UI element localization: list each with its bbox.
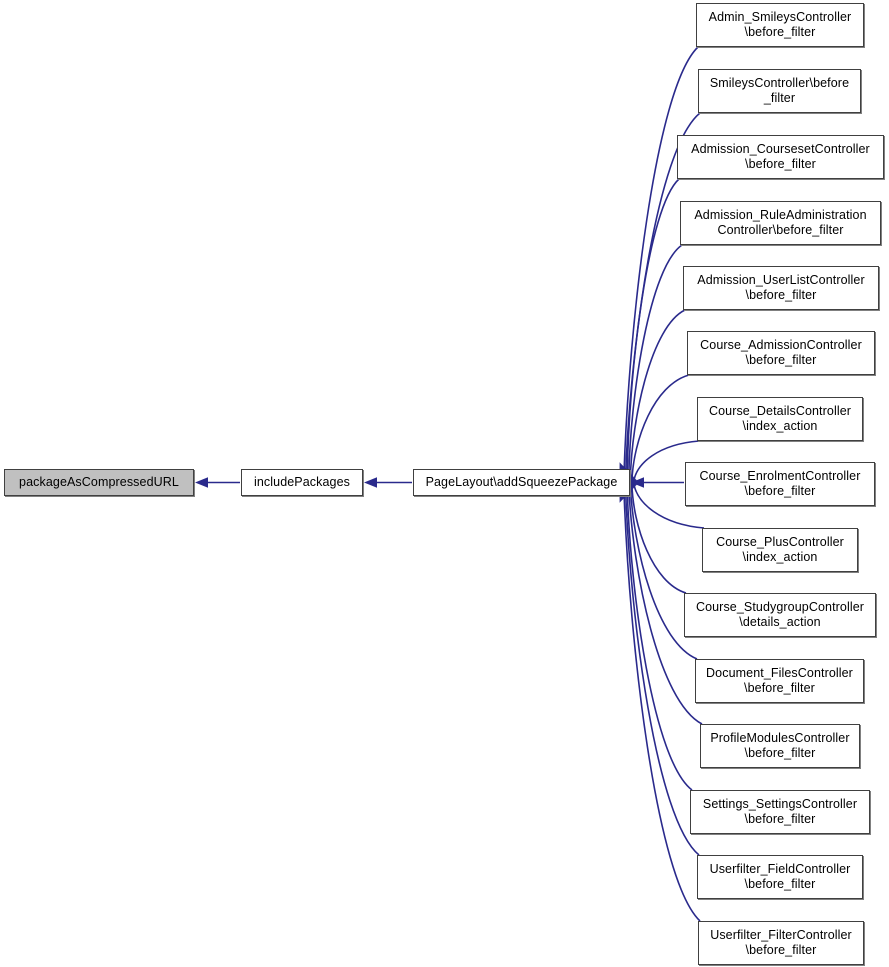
graph-node-course-details[interactable]: Course_DetailsController \index_action bbox=[697, 397, 863, 441]
graph-node-includePackages[interactable]: includePackages bbox=[241, 469, 363, 496]
edge-userfilter-filter-to-addSqueezePackage bbox=[623, 491, 701, 922]
node-label: Admin_SmileysController \before_filter bbox=[708, 10, 852, 39]
node-label: includePackages bbox=[253, 475, 350, 489]
graph-node-course-plus[interactable]: Course_PlusController \index_action bbox=[702, 528, 858, 572]
graph-node-course-studygroup[interactable]: Course_StudygroupController \details_act… bbox=[684, 593, 876, 637]
node-label: Userfilter_FieldController \before_filte… bbox=[709, 862, 851, 891]
node-label: packageAsCompressedURL bbox=[19, 475, 179, 489]
graph-node-admin-smileys[interactable]: Admin_SmileysController \before_filter bbox=[696, 3, 864, 47]
graph-node-admission-rule[interactable]: Admission_RuleAdministration Controller\… bbox=[680, 201, 881, 245]
node-label: Course_StudygroupController \details_act… bbox=[695, 600, 865, 629]
edge-userfilter-field-to-addSqueezePackage bbox=[624, 489, 700, 856]
node-label: Course_DetailsController \index_action bbox=[708, 404, 852, 433]
edge-admission-rule-to-addSqueezePackage bbox=[627, 244, 683, 479]
node-label: Admission_CoursesetController \before_fi… bbox=[691, 142, 870, 171]
graph-node-admission-userlist[interactable]: Admission_UserListController \before_fil… bbox=[683, 266, 879, 310]
arrowhead-course-enrolment bbox=[631, 477, 644, 488]
edge-settings-settings-to-addSqueezePackage bbox=[626, 488, 693, 791]
node-label: Course_AdmissionController \before_filte… bbox=[700, 338, 862, 367]
node-label: Admission_UserListController \before_fil… bbox=[697, 273, 865, 302]
node-label: Course_EnrolmentController \before_filte… bbox=[699, 469, 861, 498]
edge-admission-courseset-to-addSqueezePackage bbox=[626, 178, 680, 477]
node-label: Admission_RuleAdministration Controller\… bbox=[694, 208, 867, 237]
graph-node-course-admission[interactable]: Course_AdmissionController \before_filte… bbox=[687, 331, 875, 375]
edge-course-admission-to-addSqueezePackage bbox=[631, 374, 690, 482]
graph-node-userfilter-field[interactable]: Userfilter_FieldController \before_filte… bbox=[697, 855, 863, 899]
node-label: Course_PlusController \index_action bbox=[716, 535, 844, 564]
graph-node-settings-settings[interactable]: Settings_SettingsController \before_filt… bbox=[690, 790, 870, 834]
edge-course-studygroup-to-addSqueezePackage bbox=[631, 483, 687, 594]
graph-node-course-enrolment[interactable]: Course_EnrolmentController \before_filte… bbox=[685, 462, 875, 506]
graph-node-root[interactable]: packageAsCompressedURL bbox=[4, 469, 194, 496]
graph-node-addSqueezePackage[interactable]: PageLayout\addSqueezePackage bbox=[413, 469, 630, 496]
node-label: SmileysController\before _filter bbox=[709, 76, 850, 105]
node-label: Document_FilesController \before_filter bbox=[706, 666, 853, 695]
graph-node-userfilter-filter[interactable]: Userfilter_FilterController \before_filt… bbox=[698, 921, 864, 965]
arrowhead-addSqueezePackage-to-includePackages bbox=[364, 477, 377, 488]
graph-node-document-files[interactable]: Document_FilesController \before_filter bbox=[695, 659, 864, 703]
edge-admission-userlist-to-addSqueezePackage bbox=[629, 309, 686, 481]
node-label: PageLayout\addSqueezePackage bbox=[425, 475, 618, 489]
node-label: Settings_SettingsController \before_filt… bbox=[702, 797, 858, 826]
node-label: Userfilter_FilterController \before_filt… bbox=[710, 928, 852, 957]
graph-node-admission-courseset[interactable]: Admission_CoursesetController \before_fi… bbox=[677, 135, 884, 179]
edge-admin-smileys-to-addSqueezePackage bbox=[623, 46, 699, 474]
node-label: ProfileModulesController \before_filter bbox=[710, 731, 850, 760]
arrowhead-includePackages-to-root bbox=[195, 477, 208, 488]
graph-node-smileys[interactable]: SmileysController\before _filter bbox=[698, 69, 861, 113]
graph-node-profile-modules[interactable]: ProfileModulesController \before_filter bbox=[700, 724, 860, 768]
